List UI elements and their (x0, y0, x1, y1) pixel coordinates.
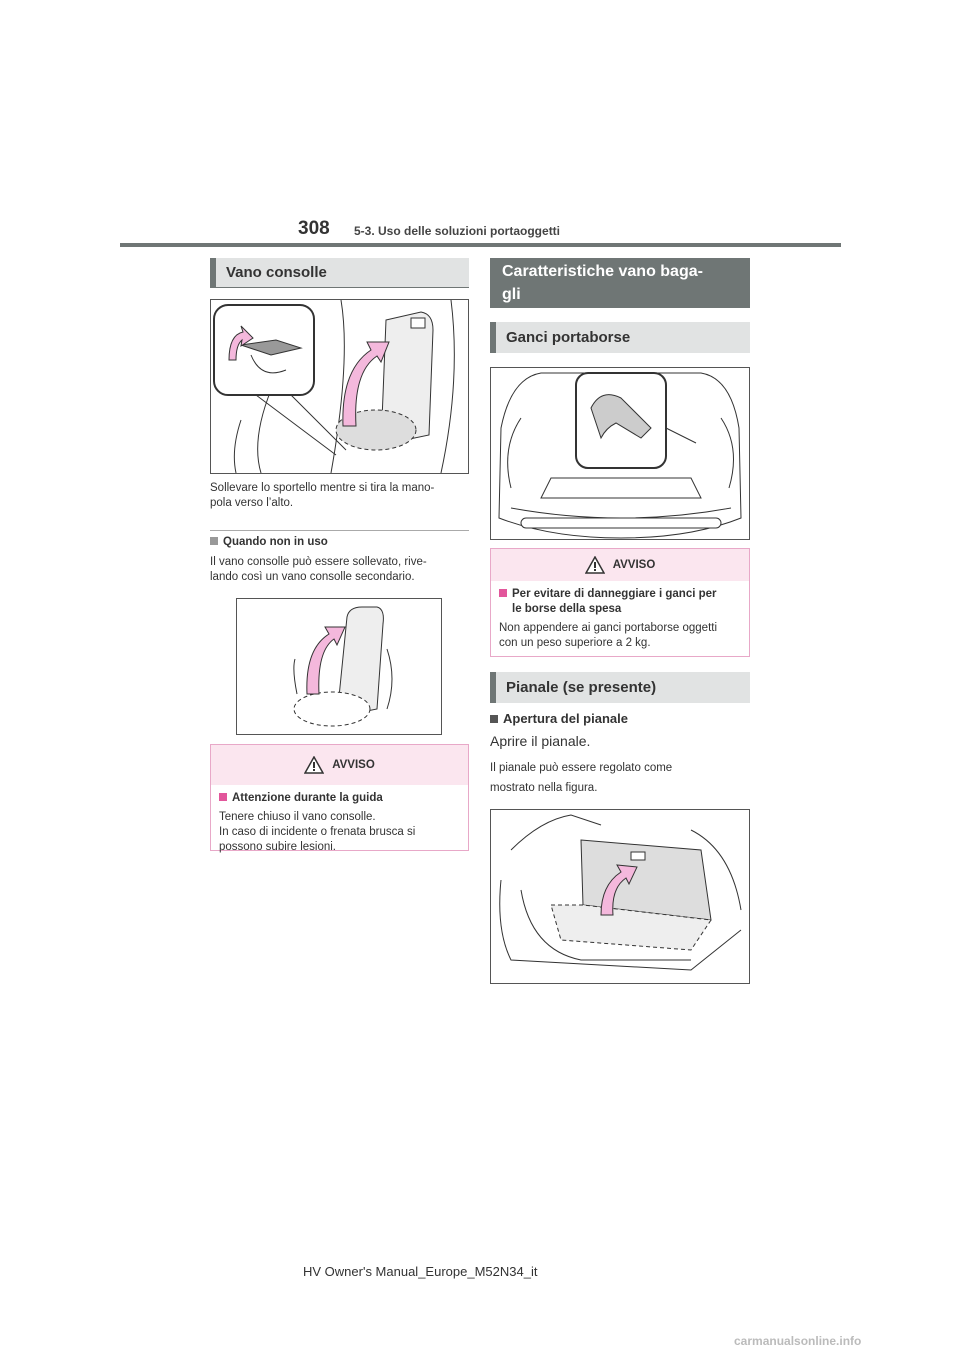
bullet-square-icon (499, 589, 507, 597)
pianale-note: Il pianale può essere regolato come most… (490, 758, 752, 798)
hooks-figure (490, 367, 750, 540)
text-line: lando così un vano consolle secondario. (210, 571, 415, 583)
text-line: Il pianale può essere regolato come (490, 762, 673, 774)
warning-header: AVVISO (491, 549, 749, 581)
subheading-quando: Quando non in uso (210, 536, 328, 548)
divider (210, 530, 469, 531)
deck-board-figure (490, 809, 750, 984)
caption-line: Sollevare lo sportello mentre si tira la… (210, 482, 435, 494)
warning-label: AVVISO (612, 559, 656, 571)
quando-text: Il vano consolle può essere sollevato, r… (210, 555, 472, 585)
chapter-title: 5-3. Uso delle soluzioni portaoggetti (354, 224, 561, 238)
warning-box-left: AVVISO Attenzione durante la guida Tener… (210, 744, 469, 853)
section-title-line: Caratteristiche vano baga- (502, 263, 703, 280)
subheading-text: Apertura del pianale (503, 711, 628, 726)
section-title-line: gli (502, 286, 521, 303)
warning-subtitle: Attenzione durante la guida (219, 791, 460, 806)
warning-line: possono subire lesioni. (219, 841, 336, 853)
warning-line: con un peso superiore a 2 kg. (499, 637, 651, 649)
bullet-square-icon (490, 715, 498, 723)
section-title: Ganci portaborse (506, 329, 631, 346)
section-caratteristiche: Caratteristiche vano baga- gli (490, 258, 750, 308)
text-line: Il vano consolle può essere sollevato, r… (210, 556, 427, 568)
text-line: mostrato nella figura. (490, 782, 598, 794)
warning-subtitle-text: Per evitare di danneggiare i ganci per (512, 588, 717, 600)
watermark-logo: carmanualsonline.info (734, 1334, 862, 1348)
console-caption: Sollevare lo sportello mentre si tira la… (210, 481, 472, 511)
section-underline (210, 287, 469, 288)
warning-body: Attenzione durante la guida Tenere chius… (211, 785, 468, 863)
warning-header: AVVISO (211, 745, 468, 785)
section-pianale: Pianale (se presente) (490, 672, 750, 703)
page-number: 308 (298, 218, 330, 239)
section-title: Vano consolle (226, 264, 327, 281)
subheading-apertura: Apertura del pianale (490, 711, 628, 726)
pianale-instruction: Aprire il pianale. (490, 733, 591, 749)
section-title: Pianale (se presente) (506, 679, 657, 696)
bullet-square-icon (210, 537, 218, 545)
bullet-square-icon (219, 793, 227, 801)
warning-line: In caso di incidente o frenata brusca si (219, 826, 416, 838)
warning-triangle-icon (304, 756, 325, 774)
secondary-console-figure (236, 598, 442, 735)
warning-subtitle: Per evitare di danneggiare i ganci per l… (499, 587, 741, 617)
subheading-text: Quando non in uso (223, 536, 328, 548)
warning-label: AVVISO (332, 759, 375, 771)
warning-subtitle-text: Attenzione durante la guida (232, 792, 383, 804)
warning-line: Tenere chiuso il vano consolle. (219, 811, 376, 823)
footer-manual-id: HV Owner's Manual_Europe_M52N34_it (303, 1264, 538, 1279)
warning-triangle-icon (584, 556, 605, 574)
section-ganci: Ganci portaborse (490, 322, 750, 353)
section-vano-consolle: Vano consolle (210, 258, 469, 287)
warning-body: Per evitare di danneggiare i ganci per l… (491, 581, 749, 659)
header-rule (120, 243, 841, 247)
caption-line: pola verso l’alto. (210, 497, 294, 509)
warning-box-right: AVVISO Per evitare di danneggiare i ganc… (490, 548, 750, 657)
console-figure (210, 299, 469, 474)
warning-subtitle-text: le borse della spesa (512, 603, 622, 615)
warning-line: Non appendere ai ganci portaborse oggett… (499, 622, 718, 634)
